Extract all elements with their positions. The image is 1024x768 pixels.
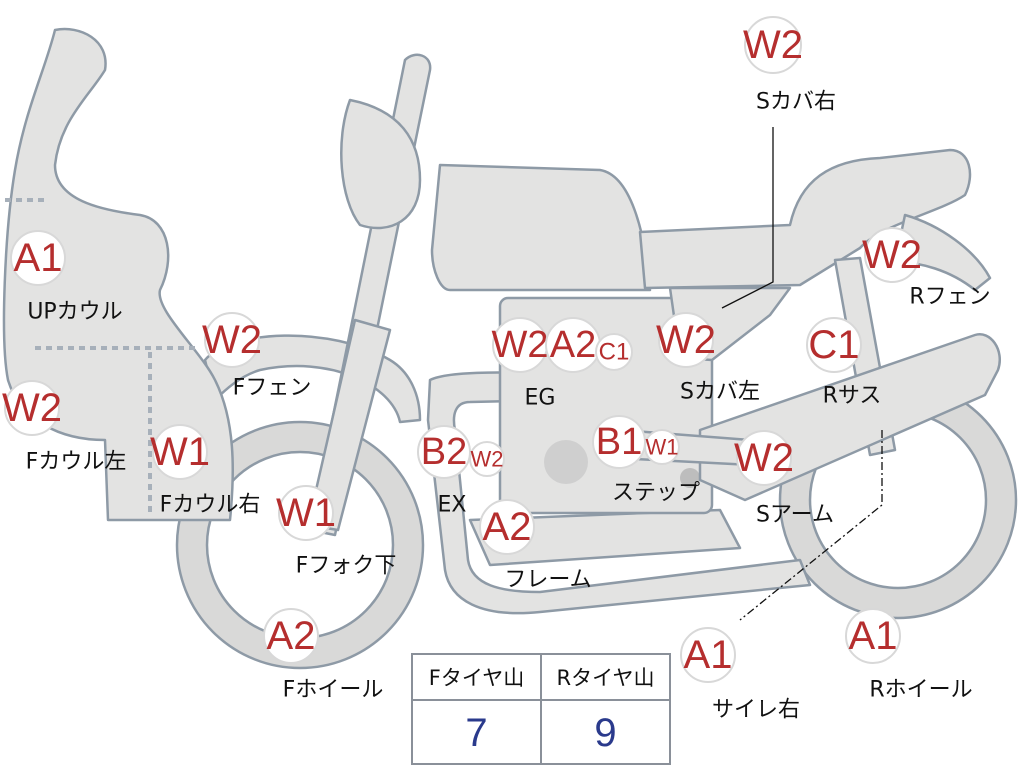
front-cowl-shape bbox=[2, 27, 235, 522]
svg-text:B1: B1 bbox=[596, 421, 642, 463]
fuel-tank-shape bbox=[430, 163, 652, 292]
tire-table-header: Fタイヤ山 Rタイヤ山 bbox=[413, 655, 669, 701]
badge-f-cowl-right[interactable]: W1 bbox=[150, 424, 210, 480]
badge-r-fender[interactable]: W2 bbox=[862, 227, 922, 283]
badge-f-fender[interactable]: W2 bbox=[202, 312, 262, 368]
badge-f-cowl-left[interactable]: W2 bbox=[2, 380, 62, 436]
badge-engine-a2[interactable]: A2 bbox=[545, 317, 601, 373]
svg-text:A1: A1 bbox=[684, 633, 733, 677]
badge-engine-c1[interactable]: C1 bbox=[595, 333, 633, 371]
badge-frame[interactable]: A2 bbox=[479, 499, 535, 555]
svg-text:B2: B2 bbox=[421, 431, 467, 473]
label-silencer-right: サイレ右 bbox=[712, 698, 800, 723]
svg-text:A2: A2 bbox=[550, 324, 596, 366]
engine-cover-circle bbox=[544, 440, 588, 484]
svg-text:W1: W1 bbox=[150, 430, 210, 474]
svg-text:W2: W2 bbox=[471, 447, 504, 472]
label-up-cowl: UPカウル bbox=[27, 300, 122, 325]
svg-text:W2: W2 bbox=[743, 23, 803, 67]
label-f-cowl-right: Fカウル右 bbox=[160, 493, 261, 518]
label-f-wheel: Fホイール bbox=[283, 678, 384, 703]
rear-tire-header: Rタイヤ山 bbox=[540, 655, 669, 699]
svg-text:A2: A2 bbox=[267, 614, 316, 658]
label-step: ステップ bbox=[612, 481, 700, 506]
front-tire-header: Fタイヤ山 bbox=[428, 666, 525, 690]
badge-silencer-right[interactable]: A1 bbox=[680, 627, 736, 683]
badge-s-arm[interactable]: W2 bbox=[734, 430, 794, 486]
svg-text:A1: A1 bbox=[849, 614, 898, 658]
svg-text:W2: W2 bbox=[492, 324, 549, 366]
label-exhaust: EX bbox=[438, 493, 467, 518]
svg-text:W2: W2 bbox=[734, 436, 794, 480]
label-frame: フレーム bbox=[504, 568, 591, 593]
svg-text:W1: W1 bbox=[276, 491, 336, 535]
badge-exhaust-w2[interactable]: W2 bbox=[469, 441, 505, 477]
svg-text:A1: A1 bbox=[14, 236, 63, 280]
badge-f-fork-lower[interactable]: W1 bbox=[276, 485, 336, 541]
svg-text:W2: W2 bbox=[202, 318, 262, 362]
badge-up-cowl[interactable]: A1 bbox=[10, 230, 66, 286]
svg-text:A2: A2 bbox=[483, 505, 532, 549]
leader-silencer-right bbox=[739, 430, 883, 621]
tire-table-values: 7 9 bbox=[413, 701, 669, 765]
label-engine: EG bbox=[525, 386, 556, 411]
engine-bolt bbox=[680, 468, 700, 488]
rear-tire-value: 9 bbox=[540, 701, 669, 765]
badge-f-wheel[interactable]: A2 bbox=[263, 608, 319, 664]
badge-s-cover-right[interactable]: W2 bbox=[743, 16, 803, 74]
tire-tread-table: Fタイヤ山 Rタイヤ山 7 9 bbox=[411, 653, 671, 765]
svg-text:W2: W2 bbox=[2, 386, 62, 430]
front-tire-value: 7 bbox=[465, 710, 488, 755]
svg-text:C1: C1 bbox=[808, 323, 859, 367]
label-f-cowl-left: Fカウル左 bbox=[26, 450, 127, 475]
svg-text:W2: W2 bbox=[656, 318, 716, 362]
label-s-arm: Sアーム bbox=[756, 503, 834, 528]
badge-exhaust-b2[interactable]: B2 bbox=[417, 425, 471, 479]
svg-text:W2: W2 bbox=[862, 233, 922, 277]
badge-r-suspension[interactable]: C1 bbox=[806, 317, 862, 373]
leader-s-cover-right bbox=[721, 127, 774, 309]
label-f-fork-lower: Fフォク下 bbox=[296, 554, 397, 579]
badge-step-b1[interactable]: B1 bbox=[592, 415, 646, 469]
svg-text:C1: C1 bbox=[599, 339, 630, 366]
badge-s-cover-left[interactable]: W2 bbox=[656, 312, 716, 368]
front-fork-lower-shape bbox=[306, 318, 392, 532]
label-r-wheel: Rホイール bbox=[869, 678, 972, 703]
badge-engine-w2[interactable]: W2 bbox=[492, 317, 549, 373]
label-r-fender: Rフェン bbox=[909, 285, 990, 310]
badge-step-w1[interactable]: W1 bbox=[644, 429, 680, 465]
label-f-fender: Fフェン bbox=[233, 376, 312, 401]
label-s-cover-right: Sカバ右 bbox=[756, 90, 836, 115]
badge-r-wheel[interactable]: A1 bbox=[845, 608, 901, 664]
headlight-shape bbox=[340, 98, 422, 230]
label-r-suspension: Rサス bbox=[823, 384, 882, 409]
svg-text:W1: W1 bbox=[646, 435, 679, 460]
label-s-cover-left: Sカバ左 bbox=[680, 380, 760, 405]
